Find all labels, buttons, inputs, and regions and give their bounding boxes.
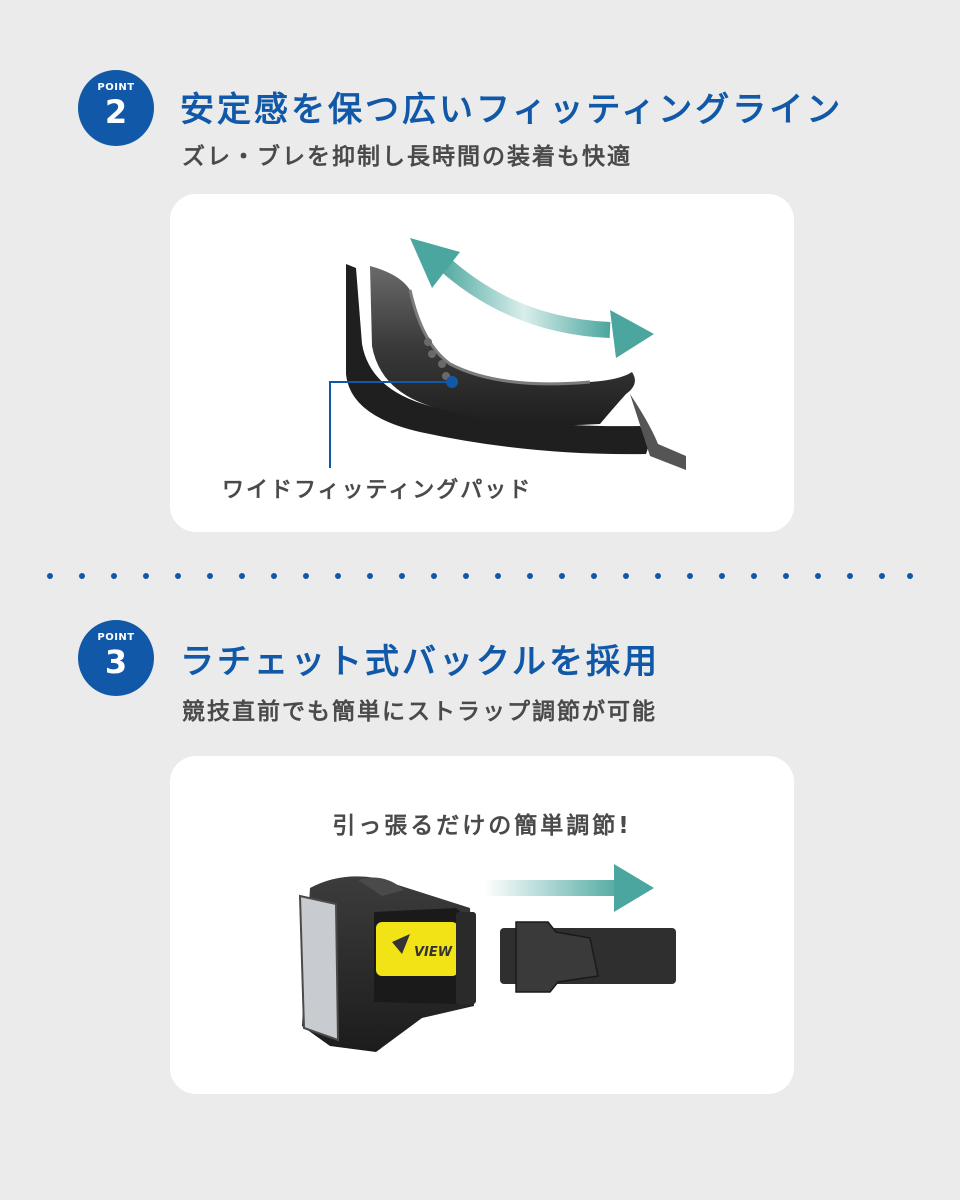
point-2-badge-label: POINT xyxy=(97,82,135,93)
point-3-title: ラチェット式バックルを採用 xyxy=(180,642,660,682)
point-2-card: ワイドフィッティングパッド xyxy=(170,194,794,532)
point-3-badge-number: 3 xyxy=(104,643,128,681)
pull-adjust-caption: 引っ張るだけの簡単調節! xyxy=(332,813,632,839)
point-2-badge: POINT 2 xyxy=(78,70,154,146)
dotted-divider xyxy=(47,573,913,579)
goggle-buckle-illustration: VIEW xyxy=(298,864,676,1052)
point-3-card: 引っ張るだけの簡単調節! VIEW xyxy=(170,756,794,1094)
point-3-subtitle: 競技直前でも簡単にストラップ調節が可能 xyxy=(182,699,657,725)
point-3-badge: POINT 3 xyxy=(78,620,154,696)
curved-double-arrow-icon xyxy=(410,238,654,358)
right-arrow-icon xyxy=(484,864,654,912)
view-logo: VIEW xyxy=(414,945,453,960)
point-3-badge-label: POINT xyxy=(97,632,135,643)
point-2-badge-number: 2 xyxy=(104,93,128,131)
goggle-pad-illustration xyxy=(329,238,686,470)
point-2-title: 安定感を保つ広いフィッティングライン xyxy=(180,90,844,130)
wide-fitting-pad-label: ワイドフィッティングパッド xyxy=(222,478,533,503)
point-2-subtitle: ズレ・ブレを抑制し長時間の装着も快適 xyxy=(182,144,632,170)
